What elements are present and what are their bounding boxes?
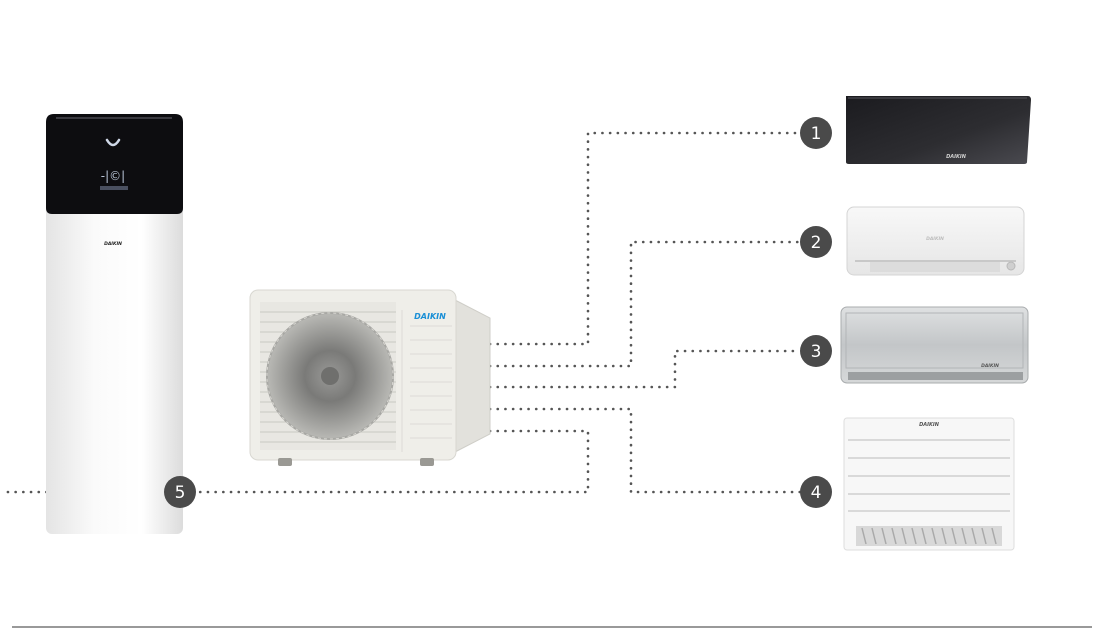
- badge-3: 3: [800, 335, 832, 367]
- badge-3-label: 3: [811, 342, 822, 362]
- badge-4: 4: [800, 476, 832, 508]
- brand-logo: DAIKIN: [414, 312, 446, 321]
- connector-lines: [0, 131, 802, 494]
- outdoor-unit-icon: DAIKIN: [249, 289, 491, 466]
- svg-text:DAIKIN: DAIKIN: [926, 236, 944, 242]
- connector-line-1: [488, 131, 802, 346]
- hot-water-tank-icon: -|©| DAIKIN: [46, 114, 183, 534]
- connector-line-5: [196, 429, 590, 494]
- svg-text:DAIKIN: DAIKIN: [946, 154, 967, 160]
- svg-text:-|©|: -|©|: [101, 169, 125, 183]
- badge-1-label: 1: [811, 124, 822, 144]
- badge-4-label: 4: [811, 483, 822, 503]
- badge-1: 1: [800, 117, 832, 149]
- svg-text:DAIKIN: DAIKIN: [981, 363, 999, 369]
- connector-line-2: [488, 240, 802, 368]
- badge-2: 2: [800, 226, 832, 258]
- wall-unit-icon: DAIKIN: [840, 306, 1029, 384]
- wall-unit-icon: DAIKIN: [846, 96, 1031, 164]
- badge-2-label: 2: [811, 233, 822, 253]
- badge-5-label: 5: [175, 483, 186, 503]
- connector-line-3: [488, 349, 802, 389]
- wall-unit-icon: DAIKIN: [846, 206, 1025, 276]
- floor-unit-icon: DAIKIN: [843, 417, 1015, 551]
- badge-5: 5: [164, 476, 196, 508]
- connector-line-4: [488, 407, 802, 494]
- svg-text:DAIKIN: DAIKIN: [104, 241, 122, 247]
- svg-text:DAIKIN: DAIKIN: [919, 422, 940, 428]
